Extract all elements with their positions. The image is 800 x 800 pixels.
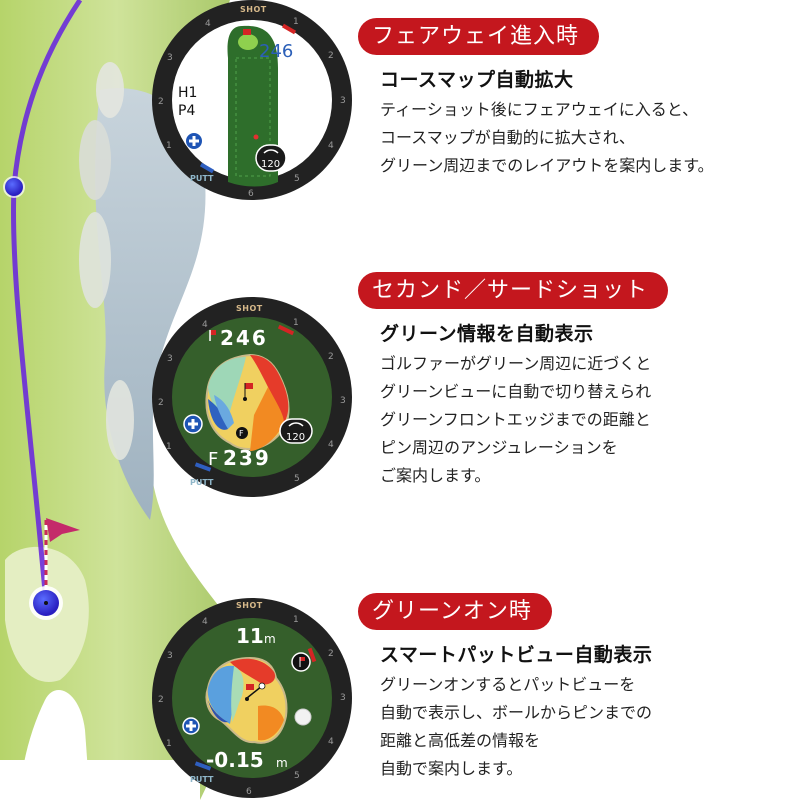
green-undulation-map: [205, 353, 290, 451]
pin-flag-icon: [246, 684, 254, 690]
hole-number: H1: [178, 85, 197, 101]
putt-distance-value: 11: [236, 624, 264, 648]
shot-path-line: [10, 0, 83, 604]
svg-text:1: 1: [293, 17, 299, 27]
pin-flag-icon: [245, 383, 253, 389]
svg-text:4: 4: [205, 19, 211, 29]
zoom-plus-icon[interactable]: [182, 717, 200, 735]
svg-text:3: 3: [167, 53, 173, 63]
svg-text:2: 2: [158, 97, 164, 107]
pin-distance: 246: [220, 326, 268, 350]
green-area: [238, 34, 258, 50]
front-label: F: [208, 449, 218, 470]
section-badge: セカンド／サードショット: [358, 272, 669, 309]
elevation-unit: m: [276, 756, 288, 770]
svg-text:120: 120: [286, 432, 305, 443]
svg-text:3: 3: [340, 396, 346, 406]
front-distance: 239: [223, 446, 271, 470]
svg-text:SHOT: SHOT: [236, 601, 263, 610]
par-number: P4: [178, 103, 195, 119]
svg-text:2: 2: [328, 352, 334, 362]
section-second-third-shot: セカンド／サードショット グリーン情報を自動表示 ゴルファーがグリーン周辺に近づ…: [358, 272, 669, 490]
club-distance-badge: 120: [279, 418, 313, 444]
svg-text:3: 3: [340, 693, 346, 703]
section-title: コースマップ自動拡大: [380, 69, 574, 91]
svg-text:1: 1: [166, 739, 172, 749]
section-title: グリーン情報を自動表示: [380, 323, 594, 345]
svg-text:2: 2: [328, 649, 334, 659]
svg-text:4: 4: [328, 141, 334, 151]
section-badge: グリーンオン時: [358, 593, 552, 630]
svg-text:SHOT: SHOT: [236, 304, 263, 313]
watch-fairway-view: SHOT 1 2 3 4 5 6 4 3 2 1 PUTT 246 H1 P4 …: [152, 0, 352, 200]
svg-text:5: 5: [294, 474, 300, 484]
bezel-shot-label: SHOT: [240, 5, 267, 14]
watch-green-view: SHOT 1 2 3 4 5 4 3 2 1 PUTT F 246 F 239 …: [152, 297, 352, 497]
svg-text:6: 6: [246, 787, 252, 797]
zoom-plus-icon[interactable]: [183, 414, 203, 434]
svg-text:4: 4: [328, 440, 334, 450]
section-description: ゴルファーがグリーン周辺に近づくと グリーンビューに自動で切り替えられ グリーン…: [380, 354, 652, 485]
svg-text:PUTT: PUTT: [190, 478, 214, 487]
svg-text:1: 1: [293, 318, 299, 328]
club-distance-badge: 120: [255, 144, 287, 172]
svg-text:5: 5: [294, 174, 300, 184]
flag-mode-icon[interactable]: [291, 652, 311, 672]
svg-text:1: 1: [166, 442, 172, 452]
watch-putt-view: SHOT 1 2 3 4 5 6 4 3 2 1 PUTT 11 m -0.15…: [152, 598, 352, 798]
section-title: スマートパットビュー自動表示: [380, 644, 653, 666]
section-badge: フェアウェイ進入時: [358, 18, 600, 55]
svg-text:F: F: [239, 429, 244, 438]
section-fairway: フェアウェイ進入時 コースマップ自動拡大 ティーショット後にフェアウェイに入ると…: [358, 18, 714, 180]
section-description: グリーンオンするとパットビューを 自動で表示し、ボールからピンまでの 距離と高低…: [380, 675, 653, 778]
svg-text:120: 120: [261, 159, 280, 170]
bezel-putt-label: PUTT: [190, 174, 214, 183]
svg-text:2: 2: [158, 695, 164, 705]
golf-ball-icon: [294, 708, 312, 726]
zoom-plus-icon[interactable]: [186, 133, 202, 149]
svg-text:6: 6: [248, 189, 254, 199]
svg-text:3: 3: [167, 354, 173, 364]
section-green-on: グリーンオン時 スマートパットビュー自動表示 グリーンオンするとパットビューを …: [358, 593, 652, 783]
distance-to-pin: 246: [259, 41, 293, 62]
svg-text:4: 4: [202, 617, 208, 627]
front-edge-marker: F: [236, 427, 248, 439]
svg-text:2: 2: [328, 51, 334, 61]
putt-distance-unit: m: [264, 632, 276, 646]
svg-text:2: 2: [158, 398, 164, 408]
svg-text:4: 4: [328, 737, 334, 747]
section-description: ティーショット後にフェアウェイに入ると、 コースマップが自動的に拡大され、 グリ…: [380, 100, 714, 175]
pin-icon: [210, 330, 216, 335]
svg-text:PUTT: PUTT: [190, 775, 214, 784]
svg-text:1: 1: [293, 615, 299, 625]
flag-icon: [243, 29, 251, 35]
svg-text:3: 3: [340, 96, 346, 106]
ball-position-marker: [5, 178, 23, 196]
svg-text:5: 5: [294, 771, 300, 781]
svg-text:1: 1: [166, 141, 172, 151]
svg-text:3: 3: [167, 651, 173, 661]
elevation-value: -0.15: [206, 748, 264, 772]
svg-text:4: 4: [202, 320, 208, 330]
